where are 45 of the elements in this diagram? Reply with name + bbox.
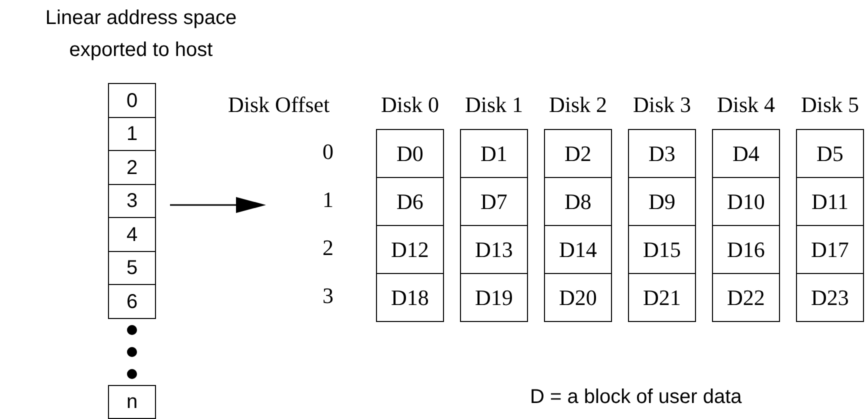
address-cell: 2 bbox=[108, 150, 156, 185]
data-block-cell: D22 bbox=[712, 273, 780, 322]
address-cell: 6 bbox=[108, 284, 156, 319]
note: D = a block of user data bbox=[530, 385, 742, 409]
address-cell: 5 bbox=[108, 251, 156, 285]
data-block-cell: D0 bbox=[376, 129, 444, 178]
data-block-cell: D7 bbox=[460, 177, 528, 226]
data-block-cell: D12 bbox=[376, 225, 444, 274]
row-offset: 2 bbox=[322, 236, 334, 260]
column-header: Disk Offset bbox=[228, 93, 330, 117]
column-header: Disk 2 bbox=[548, 93, 608, 117]
data-block-cell: D18 bbox=[376, 273, 444, 322]
data-block-cell: D10 bbox=[712, 177, 780, 226]
address-cell: 4 bbox=[108, 217, 156, 252]
data-block-cell: D15 bbox=[628, 225, 696, 274]
data-block-cell: D8 bbox=[544, 177, 612, 226]
column-header: Disk 1 bbox=[464, 93, 524, 117]
row-offset: 3 bbox=[322, 284, 334, 308]
data-block-cell: D20 bbox=[544, 273, 612, 322]
title: Linear address space exported to host bbox=[44, 6, 238, 63]
data-block-cell: D11 bbox=[796, 177, 864, 226]
address-cell: 0 bbox=[108, 83, 156, 118]
data-block-cell: D6 bbox=[376, 177, 444, 226]
data-block-cell: D5 bbox=[796, 129, 864, 178]
data-block-cell: D16 bbox=[712, 225, 780, 274]
data-block-cell: D23 bbox=[796, 273, 864, 322]
data-block-cell: D3 bbox=[628, 129, 696, 178]
data-block-cell: D2 bbox=[544, 129, 612, 178]
column-header: Disk 3 bbox=[632, 93, 692, 117]
row-offset: 0 bbox=[322, 140, 334, 164]
column-header: Disk 4 bbox=[716, 93, 776, 117]
address-cell: 1 bbox=[108, 117, 156, 151]
address-cell: 3 bbox=[108, 184, 156, 218]
column-header: Disk 5 bbox=[800, 93, 860, 117]
data-block-cell: D13 bbox=[460, 225, 528, 274]
column-header: Disk 0 bbox=[380, 93, 440, 117]
data-block-cell: D14 bbox=[544, 225, 612, 274]
data-block-cell: D21 bbox=[628, 273, 696, 322]
data-block-cell: D19 bbox=[460, 273, 528, 322]
data-block-cell: D9 bbox=[628, 177, 696, 226]
data-block-cell: D17 bbox=[796, 225, 864, 274]
data-block-cell: D1 bbox=[460, 129, 528, 178]
row-offset: 1 bbox=[322, 188, 334, 212]
address-cell: n bbox=[108, 385, 156, 419]
data-block-cell: D4 bbox=[712, 129, 780, 178]
